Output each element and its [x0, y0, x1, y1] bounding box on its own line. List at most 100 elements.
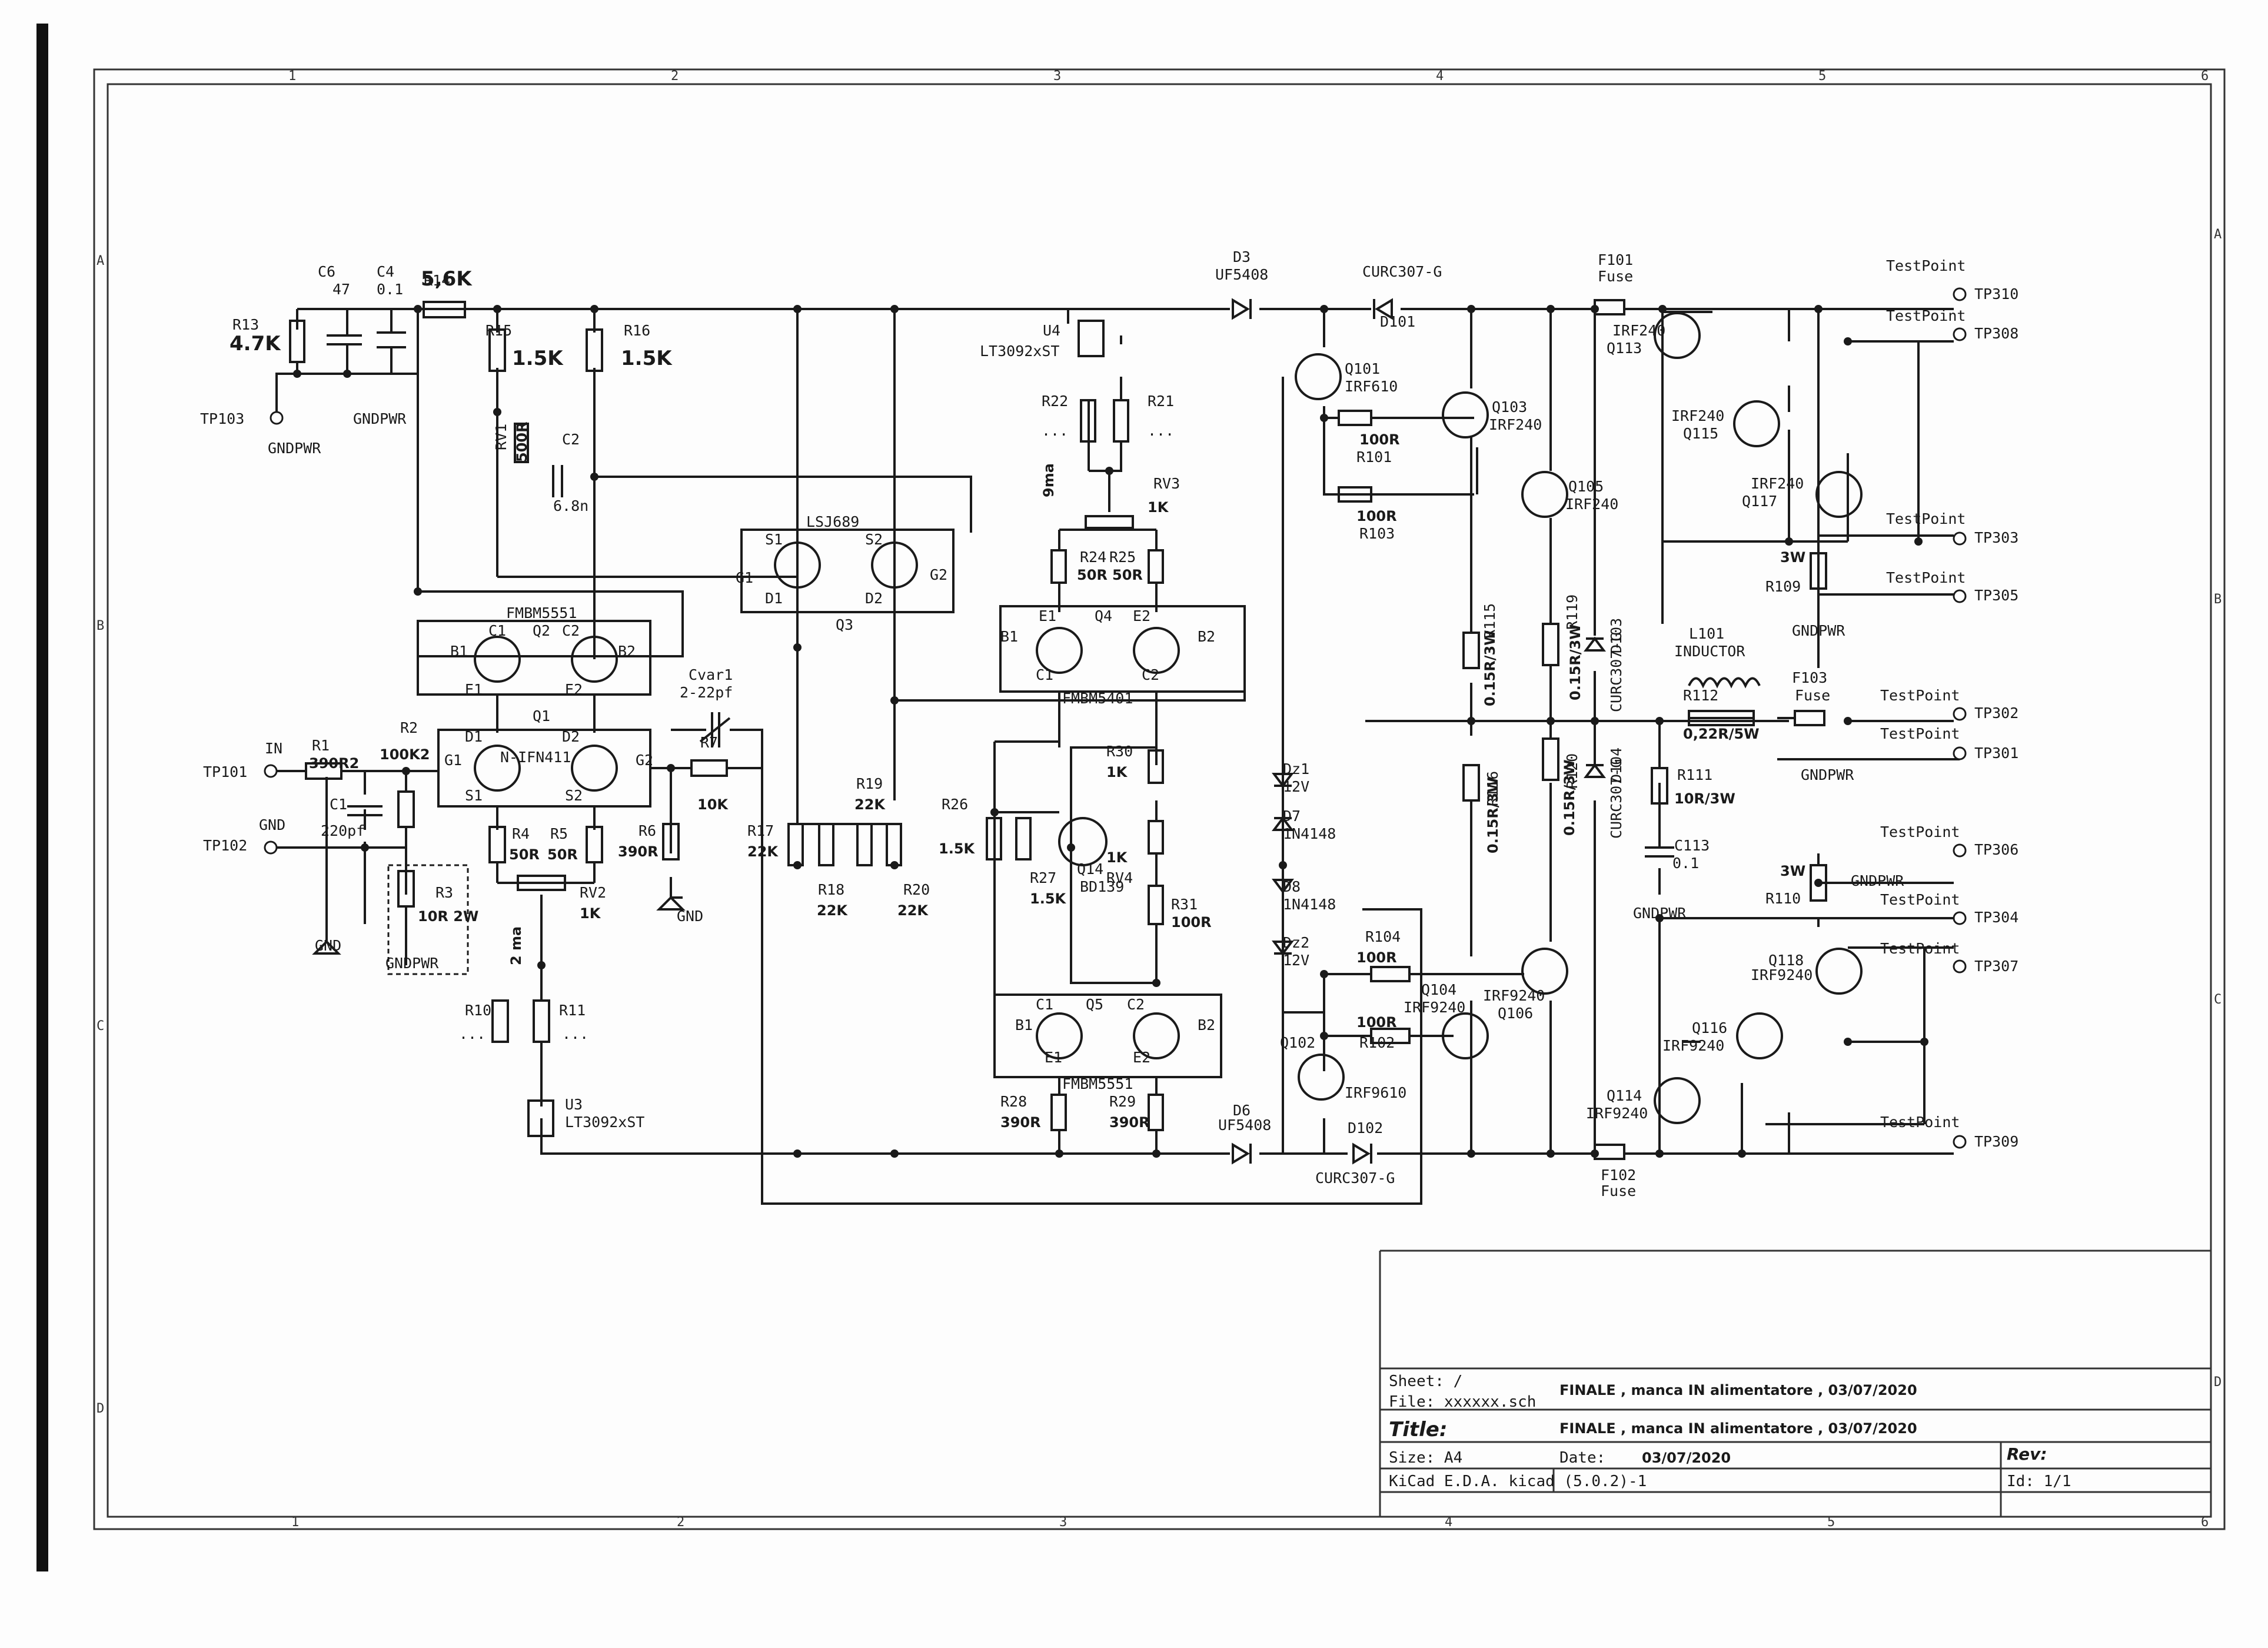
testpoint-name: TP308	[1974, 325, 2018, 342]
grid-col-bottom: 1	[291, 1515, 299, 1530]
component-label: IRF9240	[1662, 1037, 1724, 1054]
component-label: C2	[562, 431, 580, 448]
component-label: 50R	[1112, 567, 1143, 583]
component-label: R4	[512, 825, 530, 842]
component-label: S1	[465, 787, 483, 804]
component-label: Q118	[1768, 952, 1804, 969]
component-label: GND	[259, 816, 285, 833]
paper-size: Size: A4	[1389, 1449, 1462, 1467]
component-label: 22K	[817, 902, 848, 919]
component-label: 4.7K	[230, 332, 281, 355]
testpoint-label: TestPoint	[1880, 687, 1960, 704]
component-label: R31	[1171, 896, 1198, 913]
junction-dot	[1547, 305, 1555, 313]
component-label: Q115	[1683, 425, 1718, 442]
component-label: R27	[1030, 869, 1056, 886]
grid-row-right: B	[2214, 592, 2222, 607]
inner-frame	[107, 83, 2212, 1518]
component-label: ...	[1042, 422, 1068, 439]
component-label: C1	[1036, 996, 1053, 1013]
component-label: D104	[1608, 747, 1625, 783]
component-label: N-IFN411	[500, 749, 571, 766]
grid-col-bottom: 2	[677, 1515, 684, 1530]
junction-dot	[1152, 979, 1160, 987]
component-label: C1	[1036, 666, 1053, 683]
grid-col-bottom: 3	[1059, 1515, 1067, 1530]
component-label: Q4	[1095, 607, 1112, 624]
junction-dot	[1844, 337, 1852, 345]
component-label: FMBM5401	[1062, 690, 1133, 707]
component-label: LT3092xST	[565, 1114, 644, 1131]
component-label: C6	[318, 263, 335, 280]
grid-col-top: 2	[671, 69, 679, 84]
component-label: ...	[562, 1025, 588, 1042]
component-label: R22	[1042, 393, 1068, 410]
component-label: TP102	[203, 837, 247, 854]
grid-row-right: D	[2214, 1375, 2222, 1390]
component-label: R7	[700, 734, 718, 751]
component-label: 0.15R/3W	[1561, 759, 1578, 836]
component-label: E2	[1133, 607, 1150, 624]
date-label: Date:	[1559, 1449, 1605, 1467]
junction-dot	[293, 370, 301, 378]
junction-dot	[1591, 717, 1599, 725]
component-label: UF5408	[1215, 266, 1268, 283]
component-label: B1	[1000, 628, 1018, 645]
component-label: E1	[1039, 607, 1056, 624]
component-label: R24	[1080, 549, 1106, 566]
component-label: D101	[1380, 313, 1415, 330]
testpoint-circles	[264, 287, 1967, 1149]
component-label: R110	[1765, 890, 1801, 907]
component-label: CURC307-G	[1362, 263, 1442, 280]
component-label: 22K	[854, 796, 886, 813]
component-label: GNDPWR	[1633, 905, 1687, 922]
component-label: C2	[1142, 666, 1159, 683]
junction-dot	[890, 1149, 899, 1158]
component-label: 1.5K	[1030, 891, 1067, 907]
testpoint-name: TP301	[1974, 745, 2018, 762]
component-label: 100R	[1356, 1014, 1397, 1031]
component-label: GNDPWR	[385, 955, 439, 972]
component-label: R17	[747, 822, 774, 839]
sheet-id: Id: 1/1	[2007, 1473, 2071, 1490]
component-label: 390R2	[309, 755, 359, 772]
junction-dot	[890, 696, 899, 705]
junction-dot	[1320, 1032, 1328, 1040]
component-label: F101	[1598, 251, 1633, 268]
component-label: GNDPWR	[1801, 766, 1854, 783]
junction-dot	[414, 587, 422, 596]
component-label: 1.5K	[512, 347, 564, 370]
component-label: 100R	[1171, 914, 1212, 931]
component-label: E2	[565, 681, 583, 698]
component-label: G1	[444, 752, 462, 769]
component-label: IRF9240	[1404, 999, 1465, 1016]
component-label: F103	[1792, 669, 1827, 686]
grid-row-right: A	[2214, 227, 2222, 242]
testpoint-label: TestPoint	[1880, 823, 1960, 840]
component-label: UF5408	[1218, 1117, 1271, 1134]
component-labels: C647C40.1R145,6KR134.7KGNDPWRTP103GNDPWR…	[200, 248, 1904, 1200]
component-label: Fuse	[1598, 268, 1633, 285]
component-label: GNDPWR	[1851, 872, 1904, 889]
component-label: R102	[1359, 1034, 1395, 1051]
component-label: CURC307-G	[1608, 759, 1625, 839]
component-label: 1K	[1148, 499, 1169, 516]
component-label: R15	[485, 322, 512, 339]
component-label: Q117	[1742, 493, 1777, 510]
component-label: R2	[400, 719, 418, 736]
testpoint-label: TestPoint	[1880, 1114, 1960, 1131]
grid-col-top: 6	[2201, 69, 2209, 84]
component-label: Q3	[836, 616, 853, 633]
component-label: Q116	[1692, 1019, 1727, 1036]
component-label: 10R 2W	[418, 908, 478, 925]
rev-label: Rev:	[2007, 1444, 2047, 1464]
component-label: LT3092xST	[980, 343, 1059, 360]
title-block: Sheet: / File: xxxxxx.sch FINALE , manca…	[1389, 1373, 2071, 1490]
component-label: B1	[1015, 1016, 1033, 1034]
junction-dot	[1658, 305, 1667, 313]
component-label: D1	[765, 590, 783, 607]
component-label: 9ma	[1040, 463, 1057, 497]
component-label: Q113	[1607, 340, 1642, 357]
component-label: Q104	[1421, 981, 1456, 998]
